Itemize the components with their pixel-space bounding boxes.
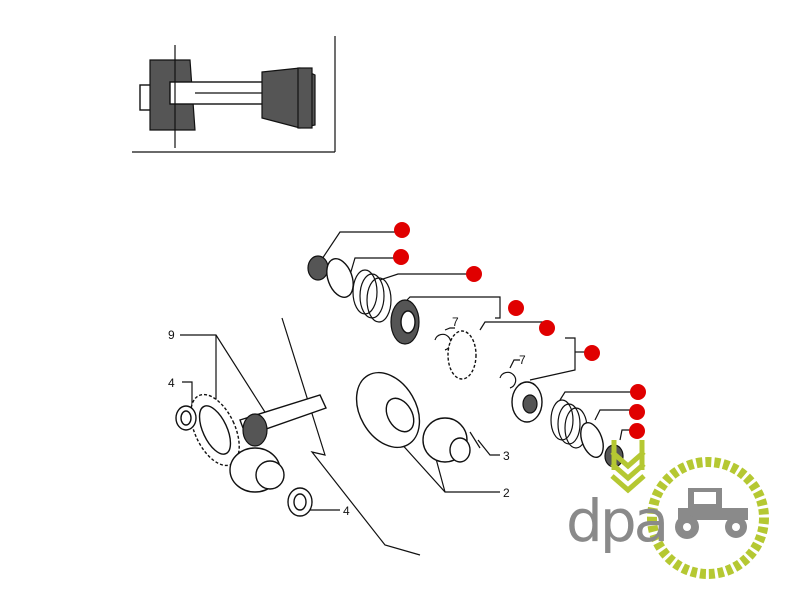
parts: [175, 255, 624, 517]
spring-top: [352, 269, 392, 323]
red-marker: [630, 384, 646, 400]
needle-cage: [447, 330, 477, 380]
red-marker: [394, 222, 410, 238]
washer-top: [326, 258, 354, 298]
callout-bearing-bottom: 4: [343, 504, 350, 518]
callout-circlip-lower: 7: [519, 353, 526, 367]
pin: [469, 431, 481, 449]
callout-circlip-upper: 7: [452, 315, 459, 329]
logo-text: dpa: [566, 487, 666, 555]
gear-ring-icon: [647, 457, 769, 579]
pinion-gear: [242, 413, 268, 447]
callout-labels: 9 4 4 7 7 3 2: [168, 315, 526, 518]
axle-overview-inset: [132, 36, 336, 153]
red-marker: [508, 300, 524, 316]
red-marker: [466, 266, 482, 282]
red-markers: [393, 222, 646, 439]
spring-bottom: [550, 399, 588, 449]
washer-bottom: [580, 422, 604, 458]
red-marker: [539, 320, 555, 336]
wheat-icon: [610, 440, 646, 494]
tractor-icon: [675, 488, 748, 539]
circlip-lower: [499, 371, 517, 389]
sleeve-top: [307, 255, 329, 281]
dpa-logo: dpa: [566, 440, 769, 579]
callout-ring-gear: 9: [168, 328, 175, 342]
red-marker: [584, 345, 600, 361]
callout-pin: 3: [503, 449, 510, 463]
red-marker: [629, 423, 645, 439]
red-marker: [393, 249, 409, 265]
callout-differential-housing: 2: [503, 486, 510, 500]
callout-bearing-left: 4: [168, 376, 175, 390]
red-marker: [629, 404, 645, 420]
